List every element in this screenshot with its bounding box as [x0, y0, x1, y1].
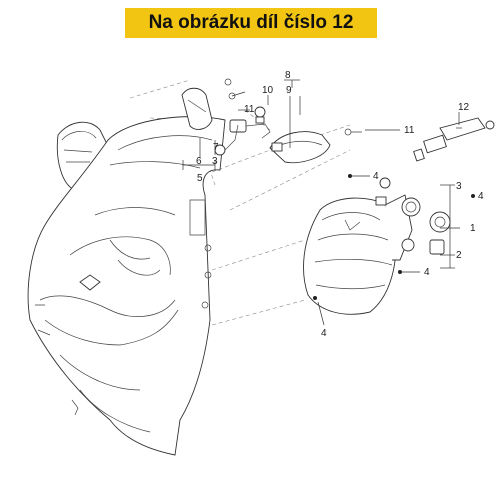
screw-4-icon: [313, 174, 475, 300]
bulb-socket-icon: [214, 119, 271, 156]
callout-4-top: 4: [373, 171, 379, 182]
callout-4-right: 4: [478, 191, 484, 202]
callout-10: 10: [262, 85, 274, 96]
headlight-assembly-icon: [303, 194, 413, 315]
screw-icon: [224, 78, 362, 136]
callout-1: 1: [470, 223, 476, 234]
callout-4-mid: 4: [424, 267, 430, 278]
callout-3-left: 3: [212, 156, 218, 167]
callout-8: 8: [285, 70, 291, 81]
leader-lines: [182, 79, 462, 326]
callout-11-top: 11: [244, 104, 255, 115]
title-banner: Na obrázku díl číslo 12: [125, 8, 377, 38]
callout-12: 12: [458, 102, 470, 113]
turn-signal-left-icon: [181, 87, 246, 130]
callout-11-right: 11: [404, 125, 415, 136]
callout-labels: 8 10 9 11 7 6 3 5 11 12 4 3 4 1 2 4 4: [196, 70, 484, 339]
title-text: Na obrázku díl číslo 12: [148, 12, 354, 33]
callout-3-right: 3: [456, 181, 462, 192]
headlight-bulbs-icon: [375, 177, 451, 255]
callout-7: 7: [213, 142, 219, 153]
callout-9: 9: [286, 85, 292, 96]
sensor-part-12-icon: [413, 117, 495, 162]
bulb-icon: [254, 106, 266, 124]
scooter-front-fairing-icon: [27, 116, 226, 456]
callout-6: 6: [196, 156, 202, 167]
callout-4-bottom: 4: [321, 328, 327, 339]
callout-2: 2: [456, 250, 462, 261]
callout-5: 5: [197, 173, 203, 184]
turn-signal-right-icon: [269, 131, 331, 164]
